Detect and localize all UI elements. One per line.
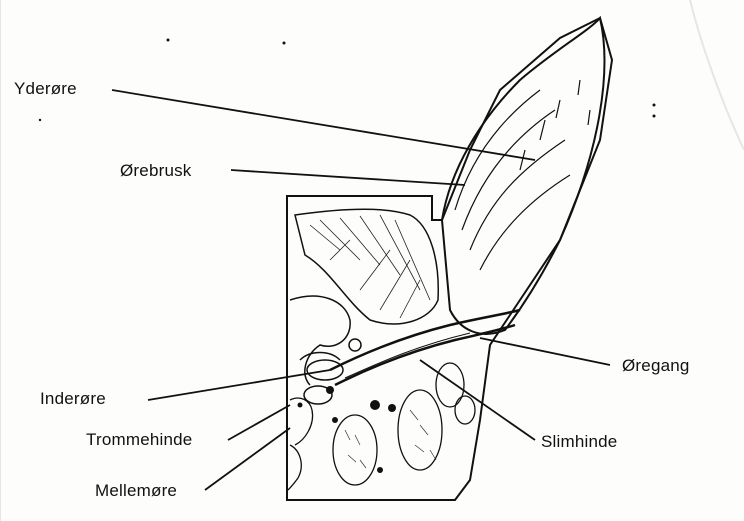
leader-slimhinde	[420, 360, 535, 440]
leader-orebrusk	[231, 170, 465, 185]
label-oregang: Øregang	[622, 356, 690, 376]
inner-ear-structures	[290, 296, 361, 404]
leader-inderore	[148, 370, 330, 400]
leader-mellemore	[205, 428, 290, 490]
label-orebrusk: Ørebrusk	[120, 161, 192, 181]
label-slimhinde: Slimhinde	[541, 432, 617, 452]
section-outline	[287, 18, 612, 500]
dark-spots	[298, 386, 397, 473]
cartilage-lines	[455, 80, 590, 270]
leader-yderore	[112, 90, 535, 160]
label-mellemore: Mellemøre	[95, 481, 177, 501]
stipple	[345, 410, 436, 468]
label-yderore: Yderøre	[14, 79, 77, 99]
tissue-hatching	[310, 215, 430, 318]
stray-marks	[39, 39, 656, 122]
outer-ear-shape	[442, 18, 604, 334]
leader-oregang	[480, 338, 610, 365]
label-inderore: Inderøre	[40, 389, 106, 409]
label-trommehinde: Trommehinde	[86, 430, 192, 450]
